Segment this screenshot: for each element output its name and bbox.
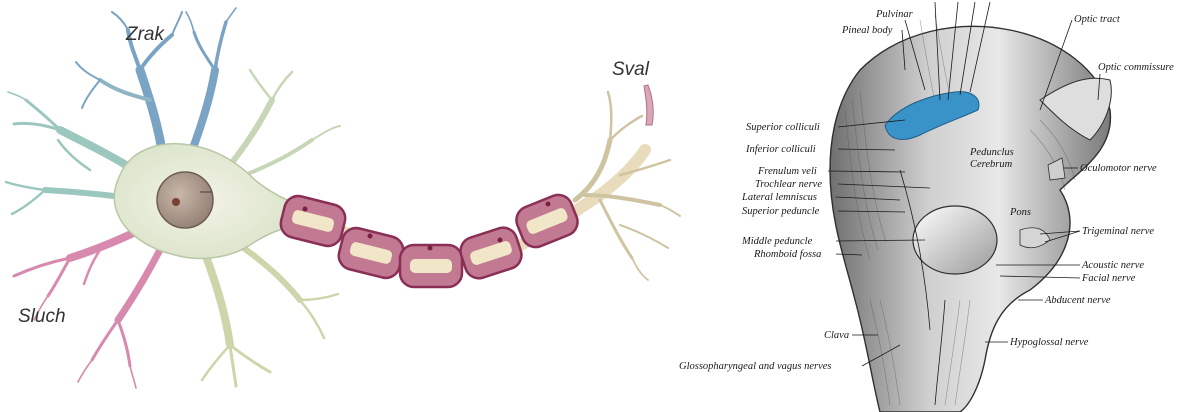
label-cerebrum: Cerebrum bbox=[970, 159, 1013, 170]
label-superior-colliculi: Superior colliculi bbox=[746, 122, 820, 133]
neuron-illustration: Zrak Sval Sluch bbox=[6, 8, 680, 388]
label-trigeminal-nerve: Trigeminal nerve bbox=[1082, 226, 1154, 237]
label-abducent-nerve: Abducent nerve bbox=[1044, 295, 1111, 306]
label-pulvinar: Pulvinar bbox=[875, 9, 914, 20]
axon-terminal bbox=[575, 92, 680, 280]
nucleolus bbox=[172, 198, 180, 206]
label-frenulum-veli: Frenulum veli bbox=[757, 166, 817, 177]
label-hearing: Sluch bbox=[18, 306, 66, 327]
label-lateral-lemniscus: Lateral lemniscus bbox=[741, 192, 817, 203]
label-middle-peduncle: Middle peduncle bbox=[741, 236, 813, 247]
label-inferior-colliculi: Inferior colliculi bbox=[745, 144, 816, 155]
label-trochlear-nerve: Trochlear nerve bbox=[755, 179, 822, 190]
label-optic-commissure: Optic commissure bbox=[1098, 62, 1174, 73]
label-optic-tract: Optic tract bbox=[1074, 14, 1121, 25]
label-superior-peduncle: Superior peduncle bbox=[742, 206, 820, 217]
label-muscle: Sval bbox=[612, 59, 650, 80]
brainstem-illustration: Pineal body Superior colliculi Inferior … bbox=[679, 2, 1174, 412]
label-glossopharyngeal-vagus: Glossopharyngeal and vagus nerves bbox=[679, 361, 832, 372]
label-vision: Zrak bbox=[125, 24, 166, 45]
pons bbox=[913, 206, 997, 274]
label-pedunculus: Pedunclus bbox=[969, 147, 1014, 158]
muscle-fragment bbox=[644, 85, 653, 125]
label-pons: Pons bbox=[1009, 207, 1031, 218]
label-clava: Clava bbox=[824, 330, 849, 341]
label-rhomboid-fossa: Rhomboid fossa bbox=[753, 249, 821, 260]
label-hypoglossal-nerve: Hypoglossal nerve bbox=[1009, 337, 1089, 348]
label-facial-nerve: Facial nerve bbox=[1081, 273, 1136, 284]
label-oculomotor-nerve: Oculomotor nerve bbox=[1080, 163, 1157, 174]
nucleus bbox=[157, 172, 213, 228]
label-pineal-body: Pineal body bbox=[841, 25, 893, 36]
label-acoustic-nerve: Acoustic nerve bbox=[1081, 260, 1144, 271]
